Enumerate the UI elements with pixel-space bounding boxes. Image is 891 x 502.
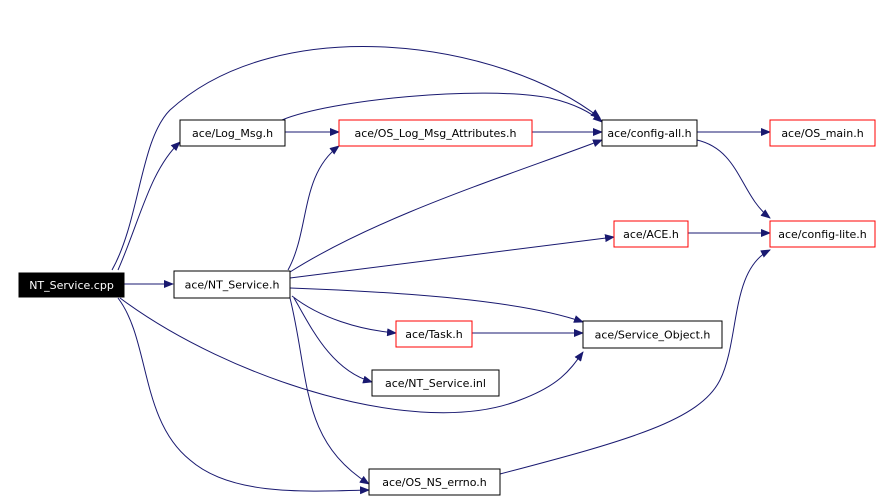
edge-nt-service-cpp-to-service-object bbox=[119, 297, 584, 414]
node-config-all-h[interactable]: ace/config-all.h bbox=[601, 119, 698, 147]
node-label: NT_Service.cpp bbox=[29, 279, 114, 292]
edge-log-msg-to-config-all bbox=[281, 92, 603, 123]
node-label: ace/Task.h bbox=[405, 328, 462, 341]
edge-nt-service-cpp-to-config-all bbox=[111, 46, 601, 271]
node-label: ace/OS_Log_Msg_Attributes.h bbox=[354, 127, 516, 140]
node-label: ace/config-lite.h bbox=[778, 228, 867, 241]
edge-os-ns-errno-to-config-lite bbox=[499, 249, 771, 475]
edge-nt-service-h-to-service-object bbox=[289, 287, 584, 323]
node-box bbox=[769, 220, 876, 248]
node-label: ace/OS_main.h bbox=[781, 127, 863, 140]
edge-nt-service-cpp-to-log-msg bbox=[117, 141, 181, 271]
node-box bbox=[338, 119, 533, 147]
node-label: ace/Log_Msg.h bbox=[192, 127, 273, 140]
node-box bbox=[613, 220, 689, 248]
node-config-lite-h[interactable]: ace/config-lite.h bbox=[769, 220, 876, 248]
node-os-ns-errno-h[interactable]: ace/OS_NS_errno.h bbox=[368, 468, 501, 496]
node-box bbox=[368, 468, 501, 496]
edge-config-all-to-config-lite bbox=[696, 139, 771, 219]
node-box bbox=[173, 270, 291, 299]
edge-nt-service-h-to-task-h bbox=[291, 295, 397, 337]
edge-nt-service-h-to-nt-service-inl bbox=[293, 297, 373, 384]
node-nt-service-cpp[interactable]: NT_Service.cpp bbox=[18, 272, 125, 298]
node-log-msg-h[interactable]: ace/Log_Msg.h bbox=[179, 119, 286, 147]
node-box bbox=[395, 320, 473, 348]
nodes-layer: NT_Service.cpp ace/Log_Msg.h ace/OS_Log_… bbox=[18, 119, 876, 496]
edge-nt-service-h-to-config-all bbox=[289, 139, 603, 273]
node-label: ace/config-all.h bbox=[607, 127, 691, 140]
node-os-log-msg-attributes-h[interactable]: ace/OS_Log_Msg_Attributes.h bbox=[338, 119, 533, 147]
node-os-main-h[interactable]: ace/OS_main.h bbox=[769, 119, 876, 147]
node-box bbox=[18, 272, 125, 298]
node-label: ace/NT_Service.h bbox=[185, 279, 280, 292]
node-box bbox=[371, 369, 500, 397]
node-task-h[interactable]: ace/Task.h bbox=[395, 320, 473, 348]
edge-nt-service-cpp-to-os-ns-errno bbox=[117, 297, 370, 495]
node-box bbox=[179, 119, 286, 147]
edges-layer bbox=[111, 46, 771, 495]
edge-nt-service-h-to-os-ns-errno bbox=[289, 297, 370, 485]
node-label: ace/NT_Service.inl bbox=[385, 377, 486, 390]
edge-nt-service-h-to-ace-h bbox=[289, 234, 615, 279]
node-box bbox=[601, 119, 698, 147]
node-nt-service-h[interactable]: ace/NT_Service.h bbox=[173, 270, 291, 299]
node-label: ace/OS_NS_errno.h bbox=[382, 476, 487, 489]
node-service-object-h[interactable]: ace/Service_Object.h bbox=[582, 320, 723, 349]
node-label: ace/ACE.h bbox=[623, 228, 679, 241]
edge-nt-service-h-to-os-log-msg-attr bbox=[287, 145, 340, 271]
node-label: ace/Service_Object.h bbox=[595, 329, 711, 342]
node-nt-service-inl[interactable]: ace/NT_Service.inl bbox=[371, 369, 500, 397]
node-box bbox=[582, 320, 723, 349]
node-ace-h[interactable]: ace/ACE.h bbox=[613, 220, 689, 248]
node-box bbox=[769, 119, 876, 147]
